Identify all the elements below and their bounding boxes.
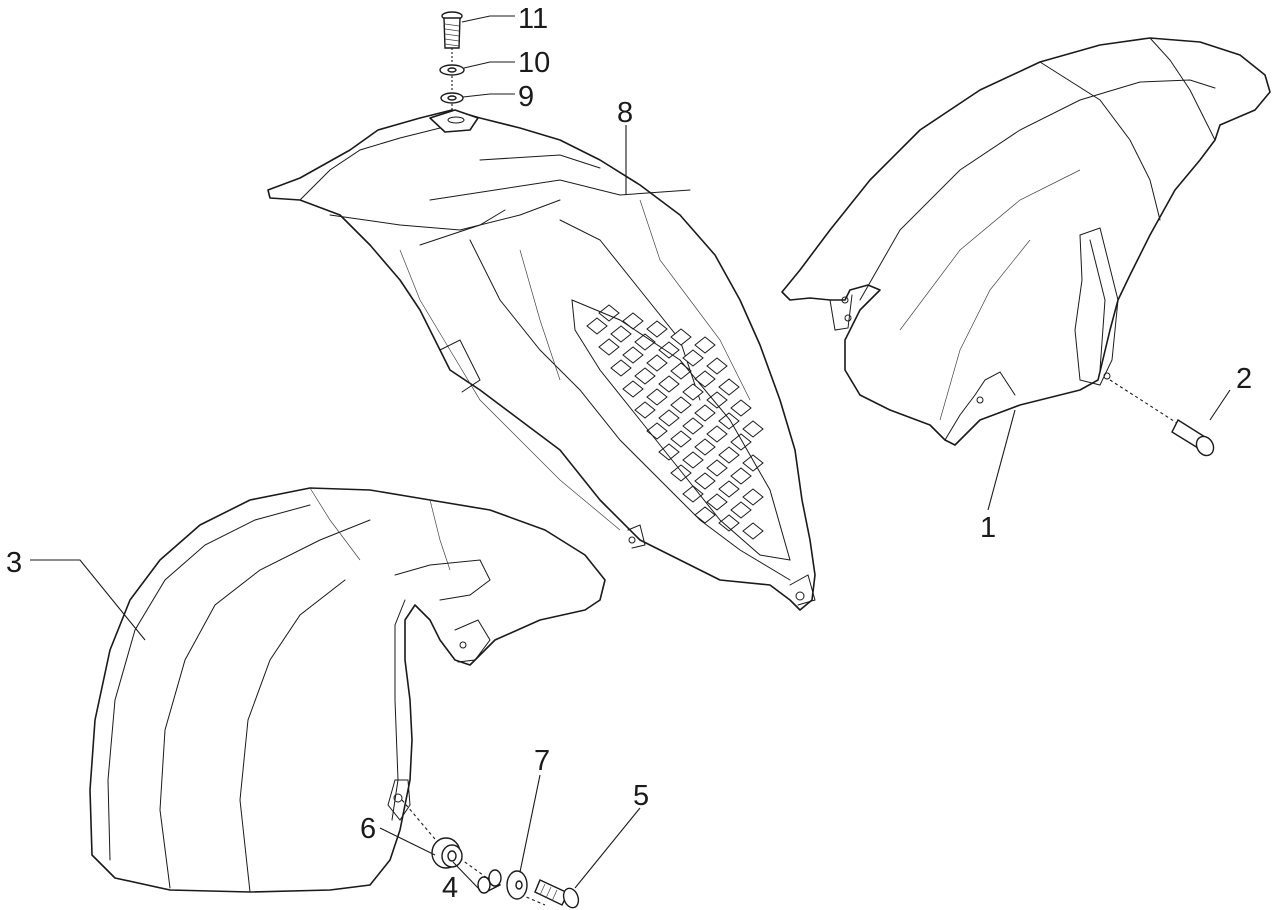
part-3-front-mudguard <box>89 487 606 893</box>
grille-cell <box>586 317 608 335</box>
leader-6 <box>379 827 436 856</box>
grille-cell <box>682 383 704 401</box>
grille-cell <box>742 420 764 438</box>
grille-cell <box>646 354 668 372</box>
grille-cell <box>706 459 728 477</box>
grille-cell <box>742 488 764 506</box>
grille-cell <box>658 375 680 393</box>
leader-5 <box>574 807 641 889</box>
grille-cell <box>694 370 716 388</box>
grille-cell <box>730 501 752 519</box>
part-7-washer <box>506 870 528 900</box>
grille-cell <box>622 346 644 364</box>
grille-cell <box>682 451 704 469</box>
grille-cell <box>742 522 764 540</box>
grille-cell <box>718 378 740 396</box>
grille-cell <box>694 438 716 456</box>
grille-outline <box>571 299 791 561</box>
grille-cell <box>718 412 740 430</box>
grille-cell <box>658 443 680 461</box>
leader-7 <box>519 774 541 873</box>
leader-4 <box>452 861 481 891</box>
part-1-rear-mudguard <box>781 37 1271 446</box>
grille-cell <box>634 401 656 419</box>
grille-cell <box>682 485 704 503</box>
grille-cell <box>694 404 716 422</box>
grille-cell <box>718 480 740 498</box>
callout-5: 5 <box>633 780 649 812</box>
callout-10: 10 <box>518 47 550 79</box>
grille-cell <box>610 359 632 377</box>
leader-9 <box>462 93 515 98</box>
grille-cell <box>730 433 752 451</box>
leader-3 <box>30 559 146 641</box>
grille-cell <box>658 341 680 359</box>
callout-2: 2 <box>1236 363 1252 395</box>
grille-cell <box>706 391 728 409</box>
grille-cell <box>622 380 644 398</box>
grille-cell <box>682 349 704 367</box>
part-8-grille <box>571 299 791 561</box>
grille-cell <box>730 467 752 485</box>
leader-1 <box>987 409 1016 511</box>
grille-cell <box>670 328 692 346</box>
grille-cell <box>634 367 656 385</box>
callout-11: 11 <box>518 3 548 35</box>
grille-cell <box>730 399 752 417</box>
grille-cell <box>694 472 716 490</box>
grille-cell <box>646 320 668 338</box>
grille-cell <box>742 454 764 472</box>
grille-cell <box>694 506 716 524</box>
grille-cell <box>706 493 728 511</box>
grille-cell <box>706 425 728 443</box>
callout-1: 1 <box>980 512 996 544</box>
callout-3: 3 <box>6 547 22 579</box>
grille-cell <box>634 333 656 351</box>
grille-cell <box>718 446 740 464</box>
grille-cell <box>610 325 632 343</box>
grille-cell <box>646 388 668 406</box>
grille-cell <box>718 514 740 532</box>
grille-cell <box>682 417 704 435</box>
callout-7: 7 <box>534 745 550 777</box>
grille-cell <box>658 409 680 427</box>
part-4-spacer <box>477 869 502 894</box>
part-11-screw <box>441 11 463 49</box>
leader-10 <box>463 61 515 69</box>
callout-8: 8 <box>617 97 633 129</box>
grille-cell <box>598 338 620 356</box>
part-8-inner-shield <box>267 109 816 611</box>
grille-cell <box>694 336 716 354</box>
leader-11 <box>461 15 515 23</box>
part-2-screw <box>1109 379 1215 457</box>
part-9-washer <box>440 92 464 104</box>
leader-2 <box>1209 389 1231 421</box>
part-6-grommet <box>431 837 463 869</box>
part-10-washer <box>439 64 465 76</box>
grille-cell <box>670 396 692 414</box>
grille-cell <box>706 357 728 375</box>
grille-cell <box>670 430 692 448</box>
part-5-screw <box>534 879 580 909</box>
callout-9: 9 <box>518 81 534 113</box>
callout-6: 6 <box>360 813 376 845</box>
callout-4: 4 <box>442 872 458 904</box>
